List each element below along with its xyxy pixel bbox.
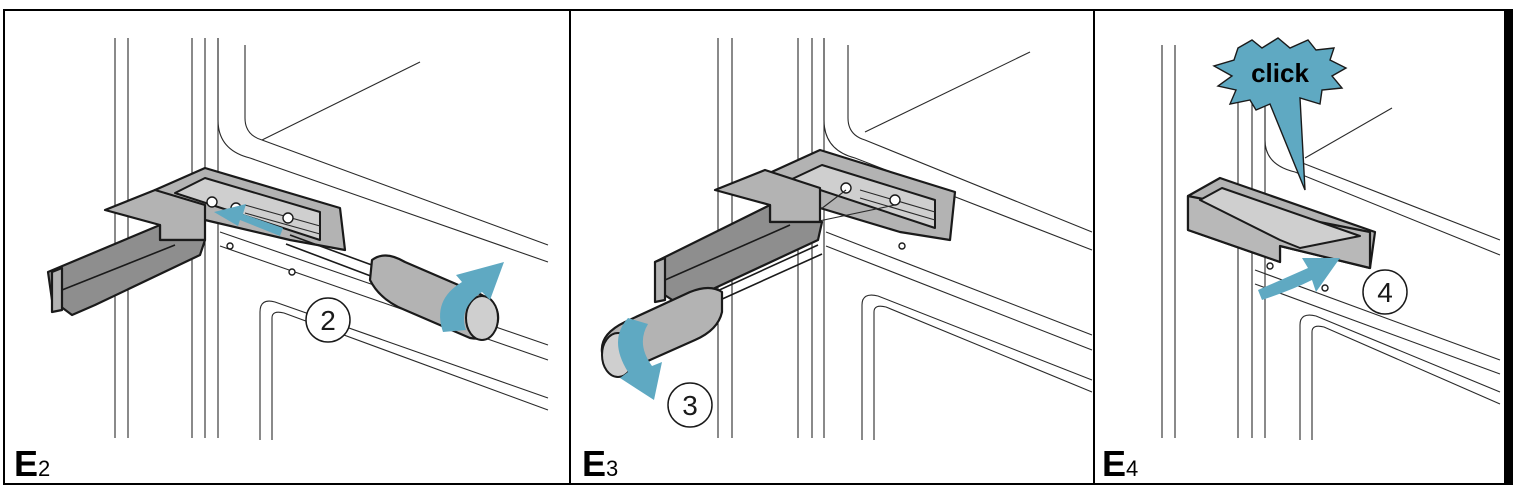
step-badge-4: 4 bbox=[1362, 269, 1408, 315]
hinge-bracket bbox=[1186, 176, 1377, 292]
click-callout: click bbox=[1212, 37, 1348, 191]
screwdriver-icon bbox=[285, 234, 500, 341]
panel-e4: click 4 E4 bbox=[1102, 37, 1501, 484]
hinge-bracket bbox=[46, 166, 347, 317]
panel-label-e4: E4 bbox=[1102, 443, 1138, 484]
step-number-4: 4 bbox=[1377, 277, 1393, 308]
step-number-2: 2 bbox=[320, 305, 336, 336]
panel-label-e3: E3 bbox=[582, 443, 618, 484]
hinge-bracket bbox=[653, 148, 957, 307]
panel-frames bbox=[3, 9, 1513, 485]
swing-arrow bbox=[1258, 258, 1340, 300]
push-arrow bbox=[214, 204, 283, 236]
panel-label-e2: E2 bbox=[14, 443, 50, 484]
callout-burst-icon bbox=[1212, 37, 1348, 191]
step-badge-3: 3 bbox=[667, 382, 713, 428]
click-label: click bbox=[1251, 58, 1309, 88]
step-badge-2: 2 bbox=[305, 297, 351, 343]
step-number-3: 3 bbox=[682, 390, 698, 421]
panel-e3: 3 E3 bbox=[582, 38, 1093, 484]
panel-e2: 2 E2 bbox=[14, 38, 549, 484]
turn-arrow bbox=[618, 318, 662, 400]
turn-arrow-e2 bbox=[440, 262, 504, 332]
